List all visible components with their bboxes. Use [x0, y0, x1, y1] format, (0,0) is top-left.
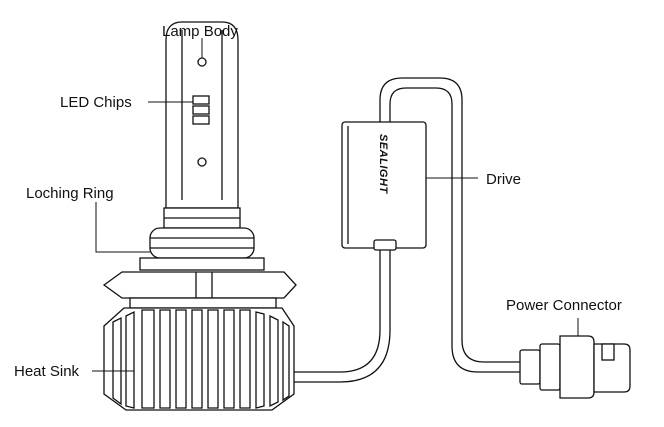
- drive-box: SEALIGHT: [341, 121, 427, 251]
- loching-ring: [149, 207, 255, 259]
- label-loching-ring: Loching Ring: [26, 185, 114, 202]
- label-heat-sink: Heat Sink: [14, 363, 80, 380]
- power-cable: [276, 77, 520, 383]
- lamp-body: [165, 21, 239, 209]
- label-lamp-body: Lamp Body: [162, 23, 238, 40]
- bulb-base-collar: [102, 257, 297, 309]
- heat-sink: [103, 307, 295, 411]
- power-connector: [519, 335, 631, 399]
- brand-logo-text: SEALIGHT: [377, 134, 389, 194]
- label-led-chips: LED Chips: [60, 94, 132, 111]
- label-power-connector: Power Connector: [506, 297, 622, 314]
- label-drive: Drive: [486, 171, 521, 188]
- led-chips: [192, 95, 210, 125]
- leader-lines: [92, 38, 579, 372]
- heat-sink-fins: [112, 309, 290, 409]
